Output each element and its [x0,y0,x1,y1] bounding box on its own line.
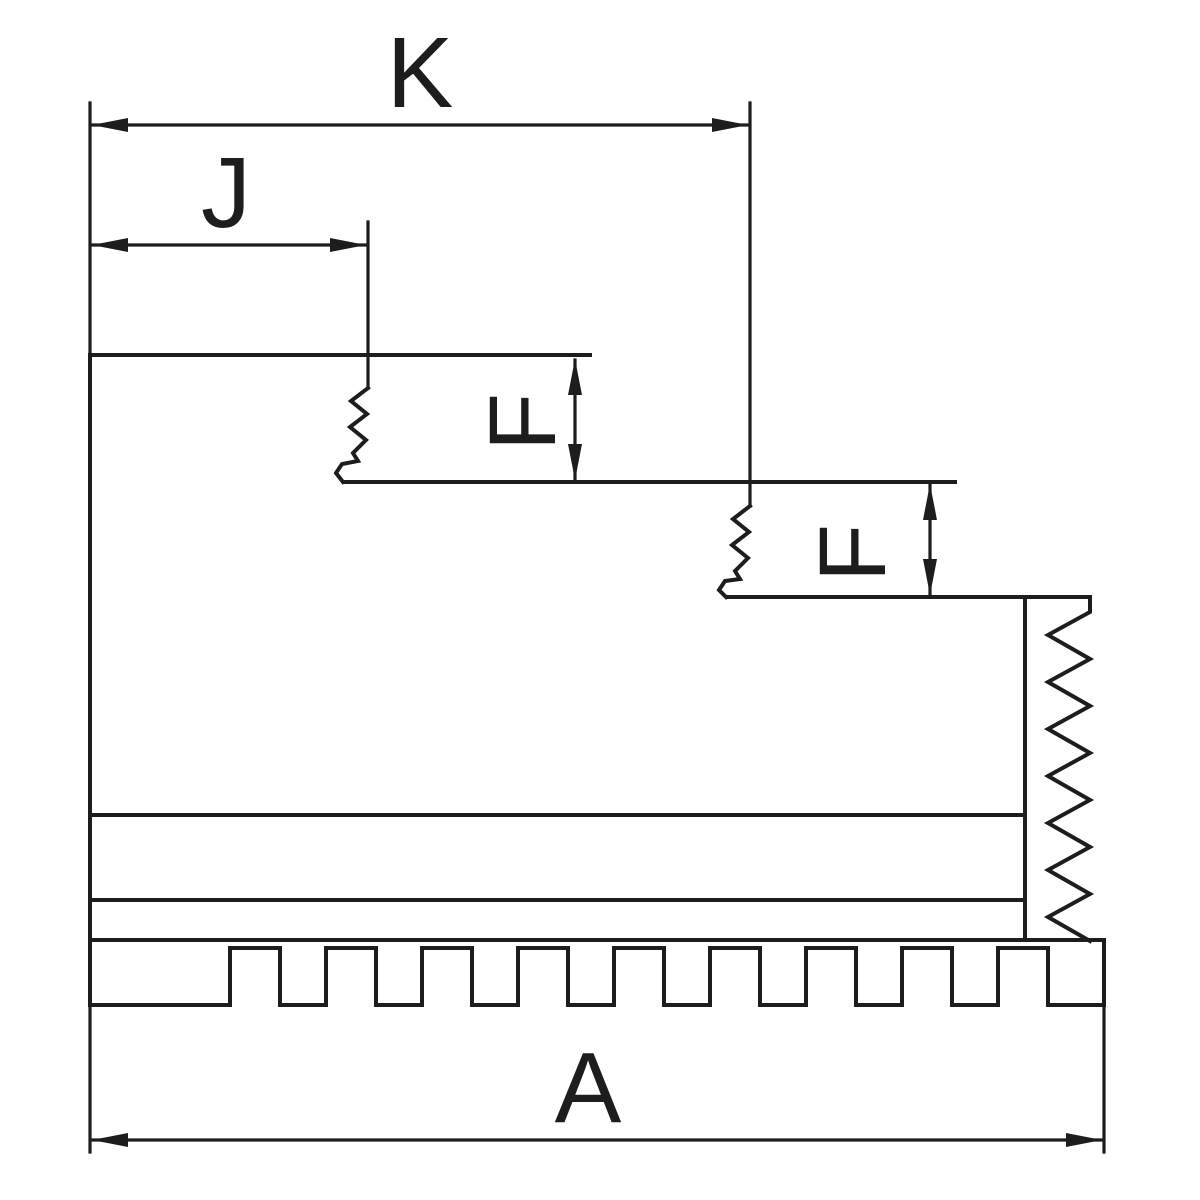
dimension-f-upper-arrow-top [568,359,582,395]
dimension-k-arrow-right [712,118,748,132]
dimension-j: J [90,137,368,252]
dimension-j-arrow-left [92,238,128,252]
part-outline [88,353,1106,1007]
dimension-a: A [90,1032,1104,1147]
dimension-j-label: J [201,137,251,249]
dimension-a-label: A [555,1032,622,1144]
dimension-f-lower-label: F [800,524,906,582]
dimension-f-upper-label: F [470,393,576,451]
extension-lines [88,101,1106,1154]
guide-band [88,813,1027,902]
jaw-body-outline [88,353,1106,1007]
dimension-a-arrow-right [1066,1133,1102,1147]
dimension-f-lower: F [800,483,937,596]
dimension-j-arrow-right [330,238,366,252]
dimension-f-upper-arrow-bottom [568,444,582,480]
dimension-k: K [90,17,750,132]
dimension-a-arrow-left [92,1133,128,1147]
serrated-face-lower [716,503,753,600]
serrated-face-upper [333,385,371,485]
dimension-f-upper: F [470,358,582,481]
dimension-k-label: K [387,17,454,129]
dimension-f-lower-arrow-bottom [923,559,937,595]
dimension-f-lower-arrow-top [923,484,937,520]
dimension-k-arrow-left [92,118,128,132]
step-3-surface-and-back-serration [725,595,1095,944]
